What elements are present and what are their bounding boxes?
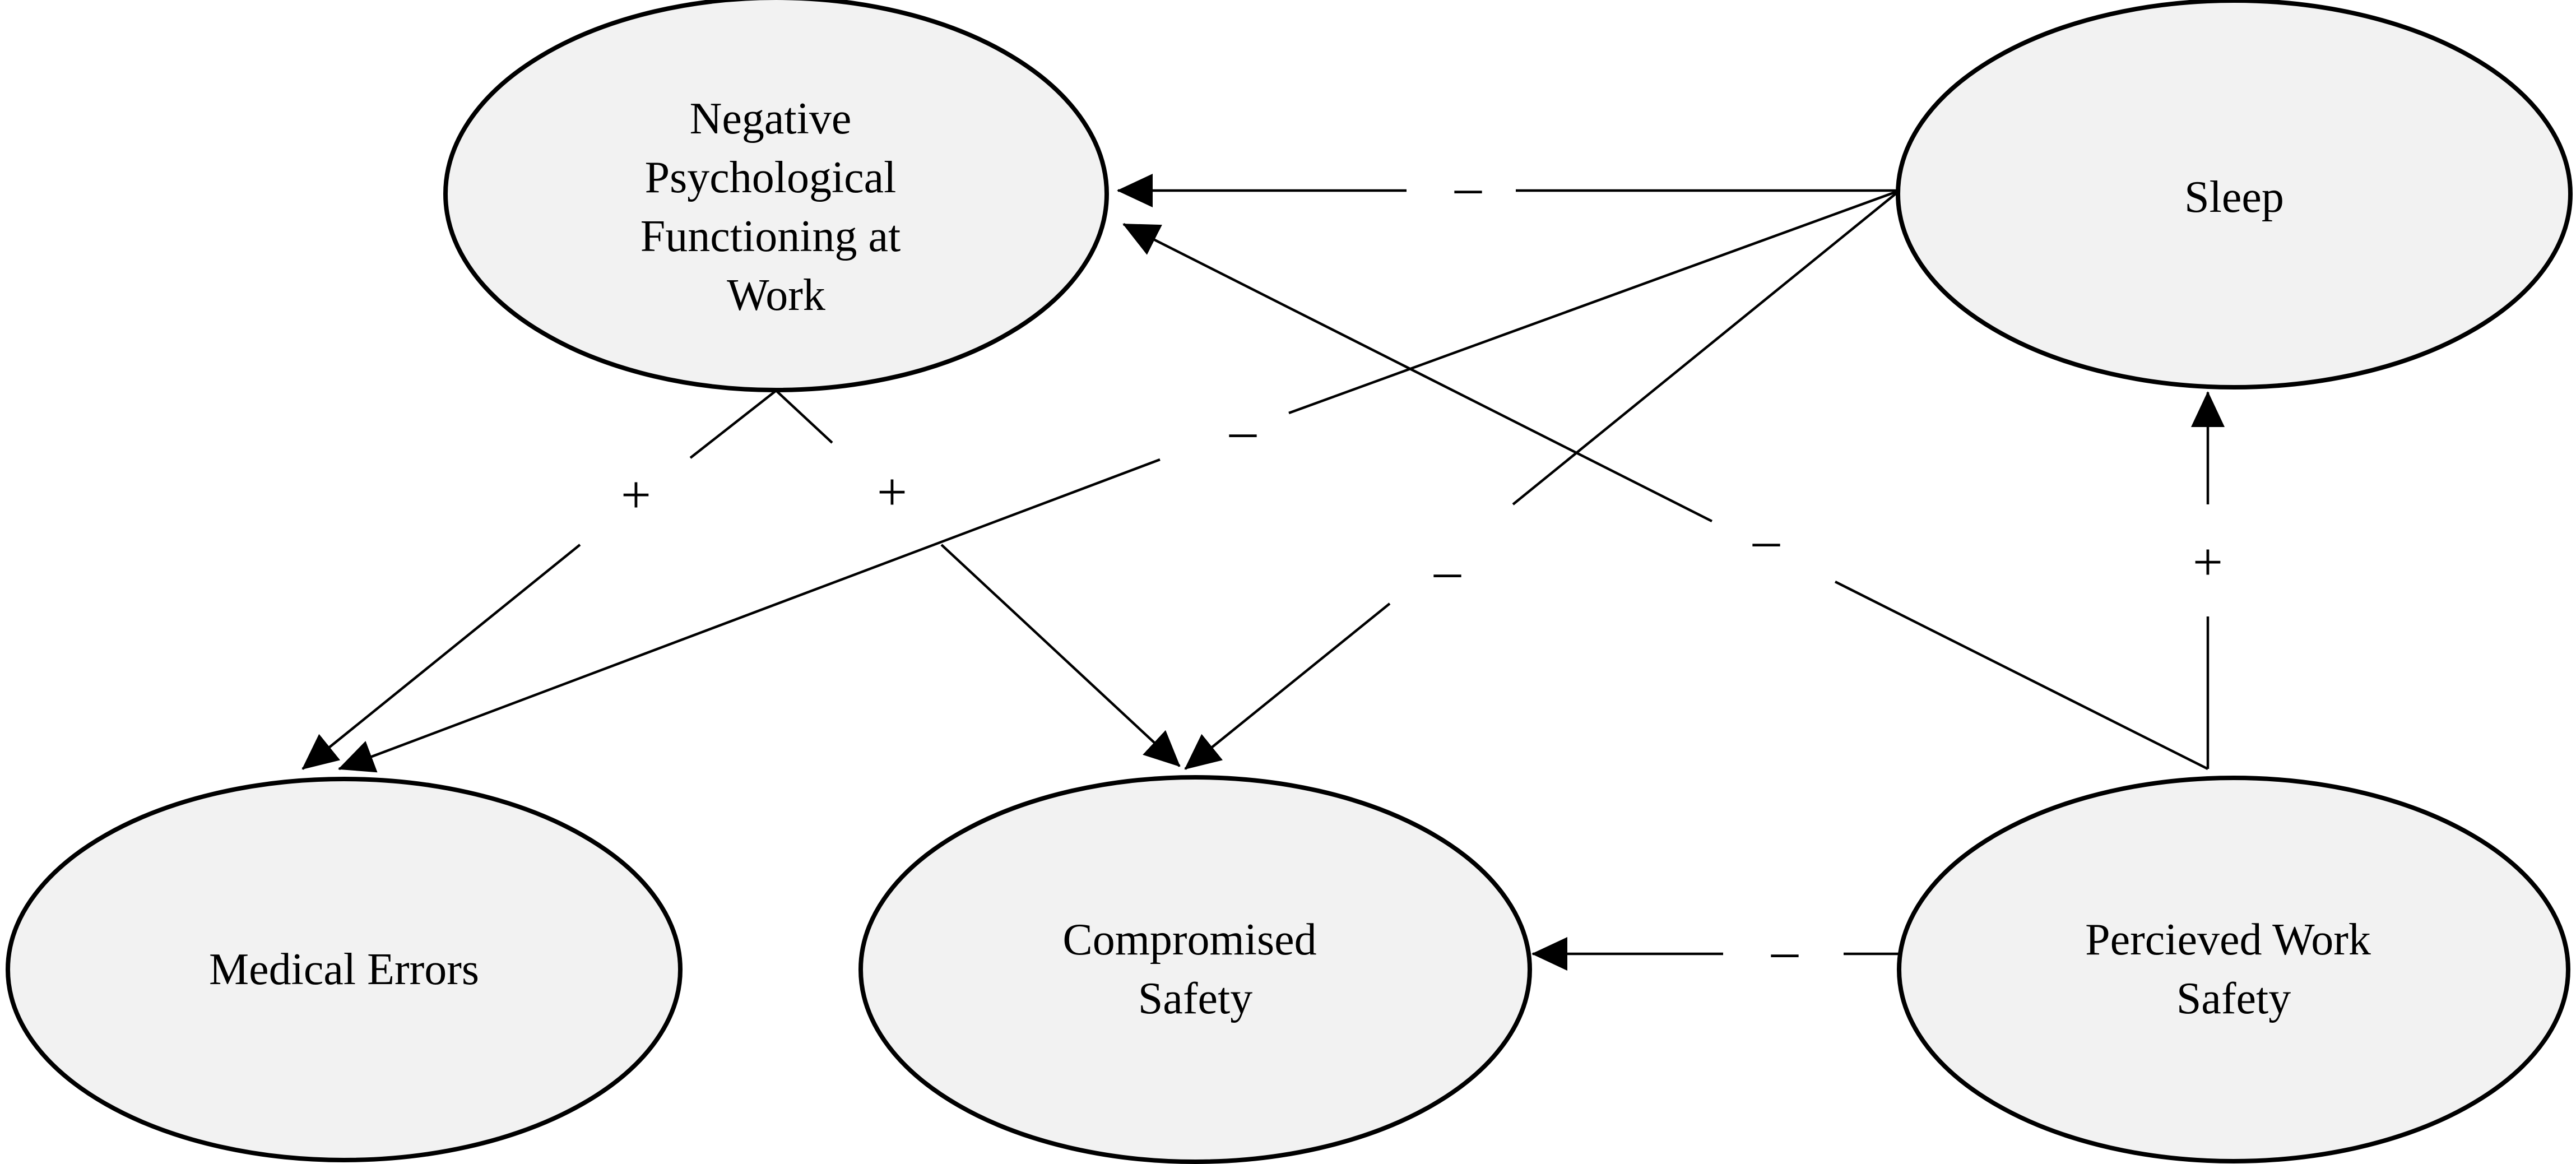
edge-npf-to-cs-segment: [775, 389, 833, 444]
edge-pws-to-npf-segment: [1834, 580, 2209, 771]
node-sleep: Sleep: [1896, 0, 2573, 389]
node-sleep-shape: [1896, 0, 2573, 389]
node-me-label: Medical Errors: [209, 945, 479, 994]
edge-npf-to-me-segment: [689, 389, 777, 459]
edge-npf-to-cs-sign: +: [877, 462, 907, 522]
edges: – – – – + – + +: [301, 156, 2225, 980]
node-me-shape: [6, 777, 683, 1162]
edge-sleep-to-cs-segment: [1512, 189, 1901, 506]
edge-sleep-to-npf-sign: –: [1454, 156, 1482, 216]
node-npf-label: Negative Psychological Functioning at Wo…: [640, 94, 912, 320]
edge-sleep-to-cs-sign: –: [1433, 540, 1461, 600]
node-pws-shape: [1897, 776, 2570, 1163]
node-cs-shape: [858, 775, 1532, 1164]
edge-pws-to-cs-sign: –: [1771, 920, 1799, 980]
edge-sleep-to-me-sign: –: [1229, 400, 1257, 460]
edge-npf-to-me-arrow: [301, 544, 581, 770]
node-pws-label: Percieved Work Safety: [2085, 915, 2382, 1023]
edge-npf-to-cs-arrow: [940, 544, 1181, 767]
node-perceived-work-safety: Percieved Work Safety: [1897, 776, 2570, 1163]
edge-sleep-to-me-arrow: [338, 458, 1161, 773]
edge-sleep-to-cs-arrow: [1184, 602, 1391, 770]
edge-sleep-to-me-segment: [1288, 189, 1900, 415]
node-compromised-safety: Compromised Safety: [858, 775, 1532, 1164]
edge-pws-to-npf-arrow: [1122, 222, 1713, 523]
edge-pws-to-npf-sign: –: [1752, 509, 1780, 569]
node-sleep-label: Sleep: [2184, 173, 2284, 222]
node-cs-label: Compromised Safety: [1062, 915, 1328, 1023]
nodes: Negative Psychological Functioning at Wo…: [6, 0, 2573, 1164]
edge-pws-to-sleep-sign: +: [2193, 532, 2223, 592]
node-negative-psychological-functioning: Negative Psychological Functioning at Wo…: [443, 0, 1109, 392]
node-npf-shape: [443, 0, 1109, 392]
node-medical-errors: Medical Errors: [6, 777, 683, 1162]
edge-npf-to-me-sign: +: [621, 465, 651, 525]
